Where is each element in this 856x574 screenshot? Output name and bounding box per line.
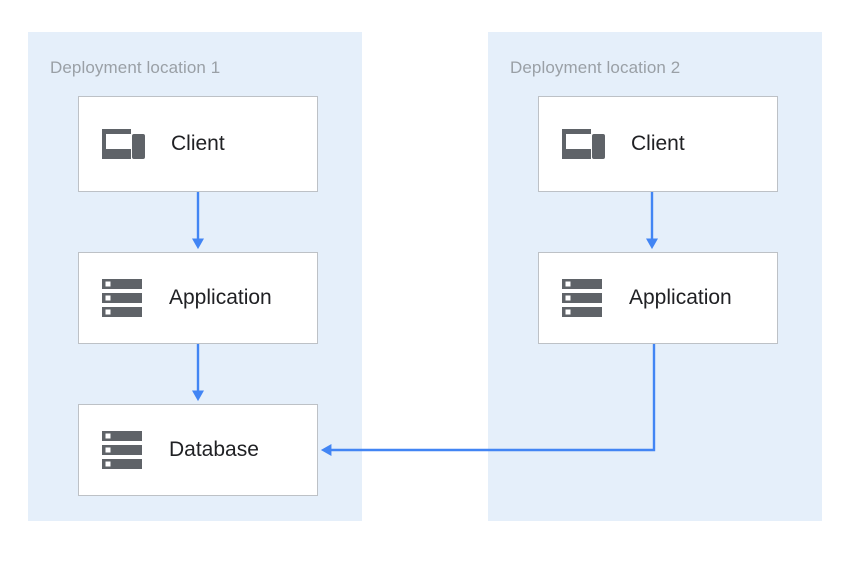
deployment-zone-2-label: Deployment location 2 xyxy=(510,58,681,77)
devices-icon xyxy=(559,127,605,161)
node-client-2[interactable]: Client xyxy=(538,96,778,192)
node-client-1[interactable]: Client xyxy=(78,96,318,192)
node-application-2-label: Application xyxy=(629,286,732,309)
node-database-1[interactable]: Database xyxy=(78,404,318,496)
server-icon xyxy=(101,430,143,470)
server-icon xyxy=(561,278,603,318)
node-application-1[interactable]: Application xyxy=(78,252,318,344)
server-icon xyxy=(101,278,143,318)
devices-icon xyxy=(99,127,145,161)
node-client-2-label: Client xyxy=(631,132,685,155)
node-application-1-label: Application xyxy=(169,286,272,309)
deployment-zone-1-label: Deployment location 1 xyxy=(50,58,221,77)
node-application-2[interactable]: Application xyxy=(538,252,778,344)
node-client-1-label: Client xyxy=(171,132,225,155)
node-database-1-label: Database xyxy=(169,438,259,461)
